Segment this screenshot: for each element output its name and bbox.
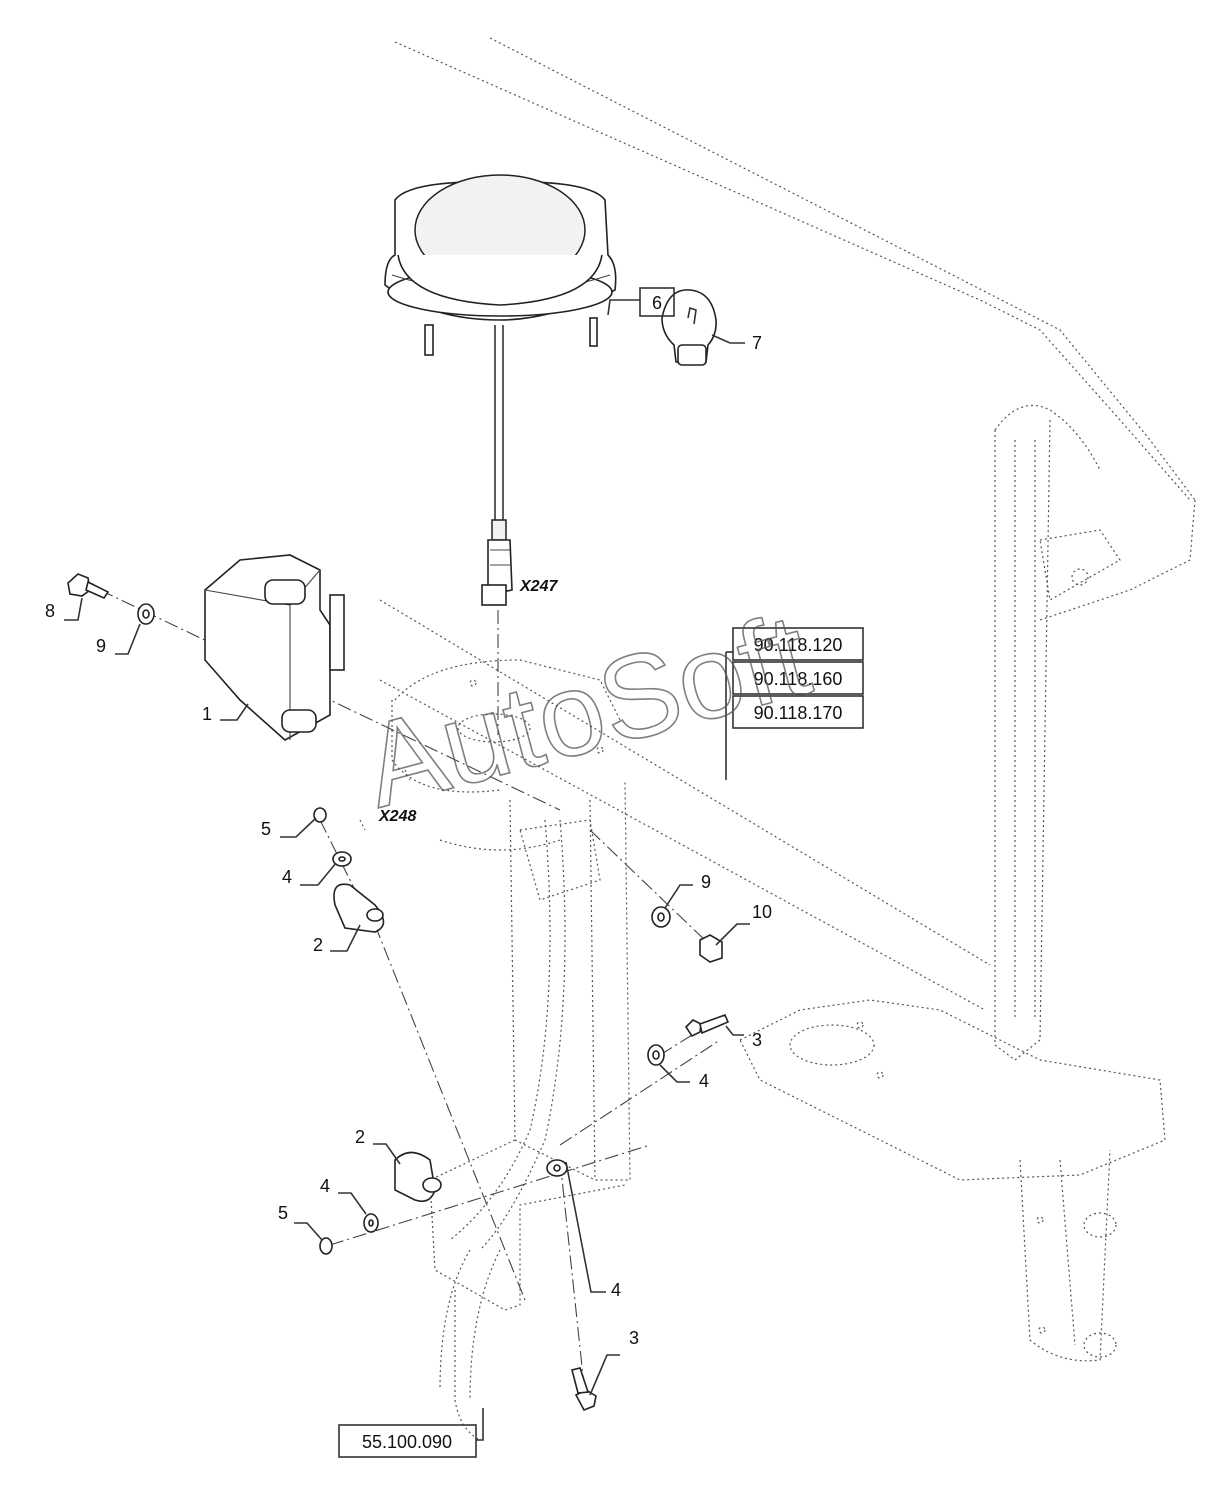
reference-box-1	[732, 627, 864, 661]
connector-label-x247: X247	[519, 578, 558, 595]
callout-6-box	[639, 287, 675, 317]
flasher-module	[204, 554, 345, 741]
callout-4-mid: 4	[699, 1071, 709, 1091]
callout-5-lower: 5	[278, 1203, 288, 1223]
callout-1: 1	[202, 704, 212, 724]
reference-box-2	[732, 661, 864, 695]
callout-9-left: 9	[96, 636, 106, 656]
reference-code-2: 90.118.160	[754, 669, 843, 689]
callout-labels: 6 7 8 9 1 5 4 2 9 10 3 4 2 4 5 4 3	[45, 293, 772, 1348]
callout-3-lower: 3	[629, 1328, 639, 1348]
callout-10: 10	[752, 902, 772, 922]
nut-5-upper	[313, 807, 327, 823]
bottom-reference-box	[338, 1424, 477, 1458]
callout-9-right: 9	[701, 872, 711, 892]
leader-lines	[64, 299, 750, 1441]
cab-frame-outline	[379, 37, 1196, 1061]
clip-2-lower	[394, 1151, 436, 1203]
callout-2-upper: 2	[313, 935, 323, 955]
bottom-reference-code: 55.100.090	[362, 1432, 452, 1452]
connector-label-x248: X248	[378, 808, 416, 825]
mounting-bracket-outline	[739, 999, 1166, 1362]
nut-5-lower	[319, 1237, 333, 1255]
beacon-lamp	[384, 174, 617, 541]
callout-4-upper: 4	[282, 867, 292, 887]
callout-7: 7	[752, 333, 762, 353]
callout-2-lower: 2	[355, 1127, 365, 1147]
callout-4-bottom: 4	[611, 1280, 621, 1300]
bolt-8	[67, 573, 110, 600]
callout-6: 6	[652, 293, 662, 313]
connector-x247	[481, 539, 513, 606]
callout-4-lower: 4	[320, 1176, 330, 1196]
callout-8: 8	[45, 601, 55, 621]
bolt-3-upper	[684, 1019, 702, 1038]
assembly-lines	[99, 589, 721, 1396]
fasteners	[137, 603, 730, 1412]
clip-2-upper	[333, 883, 385, 933]
bulb	[661, 289, 717, 366]
callout-5-upper: 5	[261, 819, 271, 839]
callout-3-upper: 3	[752, 1030, 762, 1050]
column-and-harness-outline	[359, 679, 631, 1441]
reference-code-3: 90.118.170	[754, 703, 843, 723]
reference-code-1: 90.118.120	[754, 635, 843, 655]
nut-10	[699, 934, 723, 963]
reference-boxes: 90.118.120 90.118.160 90.118.170 55.100.…	[338, 287, 864, 1458]
autosoft-watermark: AutoSoft	[351, 588, 822, 833]
reference-box-3	[732, 695, 864, 729]
